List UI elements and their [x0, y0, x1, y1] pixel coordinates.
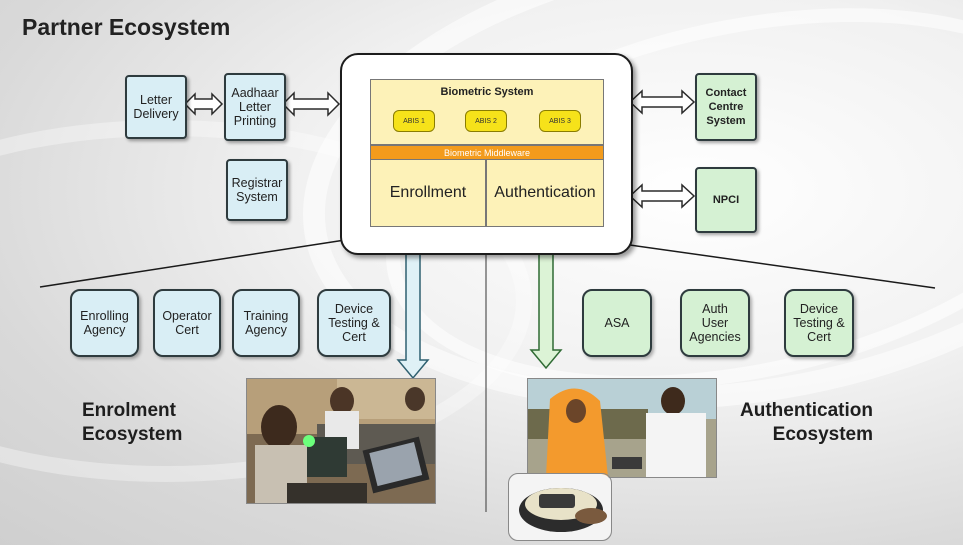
authentication-ecosystem-label: Authentication Ecosystem	[740, 400, 873, 445]
authentication-block: Authentication	[486, 159, 604, 227]
abis-1: ABIS 1	[393, 110, 435, 132]
authentication-photo	[527, 378, 717, 478]
double-arrow-core-contact	[628, 89, 696, 115]
training-agency-box: Training Agency	[232, 289, 300, 357]
asa-box: ASA	[582, 289, 652, 357]
divider-line-left	[39, 239, 346, 288]
enrollment-block: Enrollment	[370, 159, 486, 227]
enrolment-photo	[246, 378, 436, 504]
enrolling-agency-box: Enrolling Agency	[70, 289, 139, 357]
double-arrow-core-npci	[628, 183, 696, 209]
letter-delivery-box: Letter Delivery	[125, 75, 187, 139]
biometric-middleware-bar: Biometric Middleware	[370, 145, 604, 160]
aadhaar-letter-printing-box: Aadhaar Letter Printing	[224, 73, 286, 141]
biometric-system-block: Biometric System ABIS 1 ABIS 2 ABIS 3	[370, 79, 604, 145]
abis-2: ABIS 2	[465, 110, 507, 132]
double-arrow-printing-core	[281, 91, 341, 117]
npci-box: NPCI	[695, 167, 757, 233]
operator-cert-box: Operator Cert	[153, 289, 221, 357]
registrar-system-box: Registrar System	[226, 159, 288, 221]
double-arrow-delivery-printing	[183, 92, 224, 116]
device-testing-cert-enrol-box: Device Testing & Cert	[317, 289, 391, 357]
biometric-system-label: Biometric System	[440, 86, 534, 98]
auth-user-agencies-box: Auth User Agencies	[680, 289, 750, 357]
device-testing-cert-auth-box: Device Testing & Cert	[784, 289, 854, 357]
divider-line-right	[629, 244, 936, 289]
page-title: Partner Ecosystem	[22, 14, 231, 40]
device-photo	[508, 473, 612, 541]
contact-centre-system-box: Contact Centre System	[695, 73, 757, 141]
enrolment-ecosystem-label: Enrolment Ecosystem	[82, 400, 183, 445]
abis-3: ABIS 3	[539, 110, 581, 132]
